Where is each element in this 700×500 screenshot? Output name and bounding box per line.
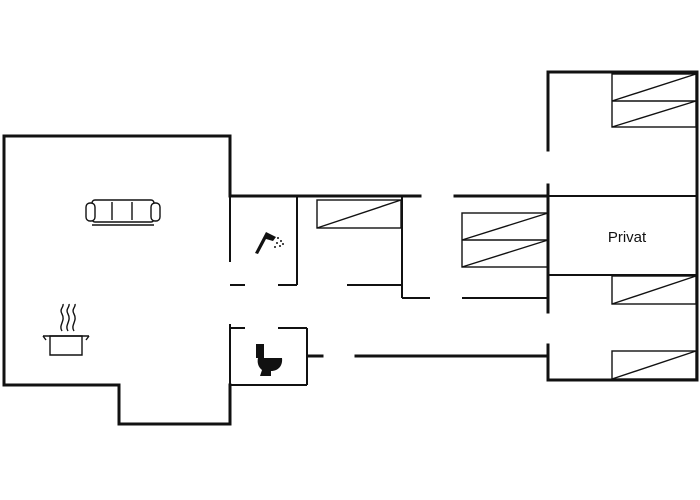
exterior-walls	[2, 70, 699, 426]
sofa-arm-right	[150, 202, 161, 222]
bed-icon	[611, 275, 697, 305]
bed-frame	[611, 275, 697, 305]
drop	[274, 246, 276, 248]
bed-icon	[611, 73, 697, 128]
bed-diagonal	[611, 73, 697, 102]
drop	[282, 243, 284, 245]
steam-left	[60, 303, 64, 332]
drop	[279, 245, 281, 247]
sofa-icon	[85, 199, 161, 226]
sofa-arm-left	[85, 202, 96, 222]
pot-body	[49, 335, 83, 356]
drop	[277, 237, 279, 239]
bed-icon	[461, 212, 549, 268]
bed-frame	[611, 350, 697, 380]
bed-icon	[611, 350, 697, 380]
pot-handle-right	[85, 335, 90, 341]
shower-drops	[274, 237, 284, 248]
bed-diagonal	[611, 100, 697, 128]
shower-icon	[255, 232, 284, 254]
bed-diagonal	[461, 212, 549, 241]
bed-diagonal	[461, 239, 549, 268]
shower-head	[255, 232, 276, 254]
sofa-back	[91, 199, 155, 223]
toilet-tank	[256, 344, 264, 358]
drop	[276, 242, 278, 244]
drop	[280, 240, 282, 242]
bed-frame	[316, 199, 402, 229]
pot-handle-left	[42, 335, 47, 341]
bed-icon	[316, 199, 402, 229]
room-label-privat: Privat	[608, 229, 647, 246]
living-room-walls	[2, 134, 232, 426]
stove-pot-icon	[42, 303, 90, 356]
toilet-bowl	[257, 358, 283, 376]
right-block-walls	[546, 70, 699, 382]
bed-diagonal	[611, 275, 697, 305]
interior-walls	[229, 195, 697, 386]
bed-diagonal	[611, 350, 697, 380]
toilet-icon	[256, 344, 283, 376]
steam-mid	[66, 303, 70, 332]
steam-right	[72, 303, 76, 332]
bed-diagonal	[316, 199, 402, 229]
